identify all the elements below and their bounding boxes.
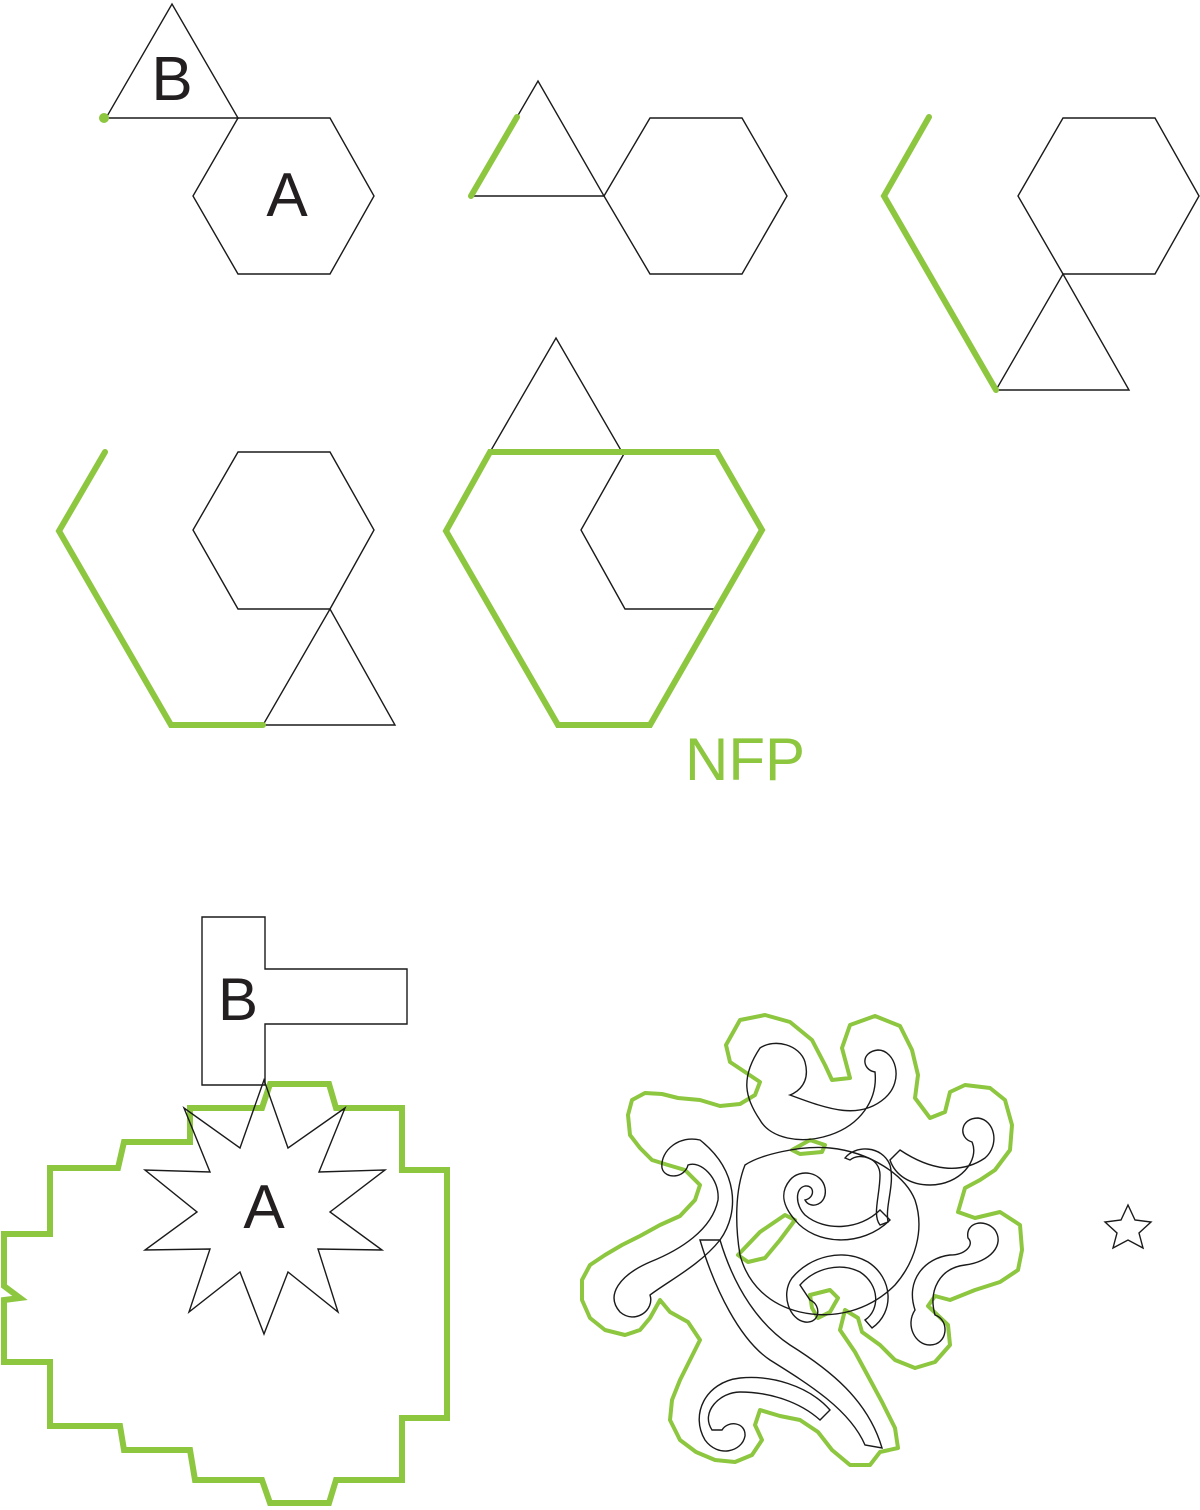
label-a-top: A [266, 161, 308, 230]
step-5-nfp-polygon [442, 449, 766, 728]
swirl-part-inner-curl-2 [843, 1148, 893, 1226]
star-nfp-polygon [1, 1081, 450, 1506]
label-b-top: B [151, 45, 192, 114]
swirl-part-right-arm [889, 1117, 995, 1186]
swirl-nfp-hole-3 [808, 1288, 840, 1320]
label-a-bottom: A [243, 1173, 285, 1242]
step-3-triangle-b [994, 272, 1131, 391]
swirl-part-right-lower-curl [910, 1222, 999, 1346]
step-1-reference-point [99, 113, 109, 123]
step-1-triangle-b [104, 2, 240, 119]
step-4-panel [55, 449, 397, 728]
step-3-nfp-trace [880, 114, 999, 393]
swirl-nfp-hole-1 [790, 1138, 827, 1156]
step-1-panel: B A [99, 2, 375, 275]
step-5-panel: NFP [442, 336, 805, 793]
step-2-panel [468, 79, 788, 275]
swirl-part-bottom-hook [698, 1376, 831, 1452]
step-5-triangle-b [488, 336, 624, 453]
label-b-bottom: B [218, 966, 258, 1033]
swirl-nfp-outer-contour [580, 1013, 1024, 1467]
step-2-nfp-trace [468, 114, 520, 199]
swirl-part-outer-arm [746, 1042, 897, 1141]
star-piece-a [142, 1077, 388, 1336]
swirl-part-bottom-arm [699, 1239, 883, 1449]
step-3-hexagon-a [1017, 117, 1200, 275]
step-3-panel [880, 114, 1200, 393]
step-4-triangle-b [261, 607, 397, 726]
swirl-part-inner-curl-1 [783, 1172, 891, 1241]
step-5-hexagon-a [580, 451, 763, 610]
step-1-hexagon-a [192, 117, 375, 275]
swirl-part-center-ring [736, 1146, 920, 1316]
step-2-triangle-b [469, 79, 606, 197]
swirl-part-inner-curl-3 [786, 1254, 889, 1329]
swirl-example-panel [580, 1013, 1153, 1467]
small-star-piece [1103, 1203, 1153, 1250]
star-example-panel: B A [1, 916, 450, 1506]
step-4-nfp-trace [55, 449, 266, 728]
step-4-hexagon-a [192, 451, 375, 610]
swirl-nfp-hole-2 [736, 1213, 797, 1264]
step-2-hexagon-a [603, 117, 788, 275]
label-nfp: NFP [685, 726, 805, 793]
l-shape-piece-b [201, 916, 408, 1086]
